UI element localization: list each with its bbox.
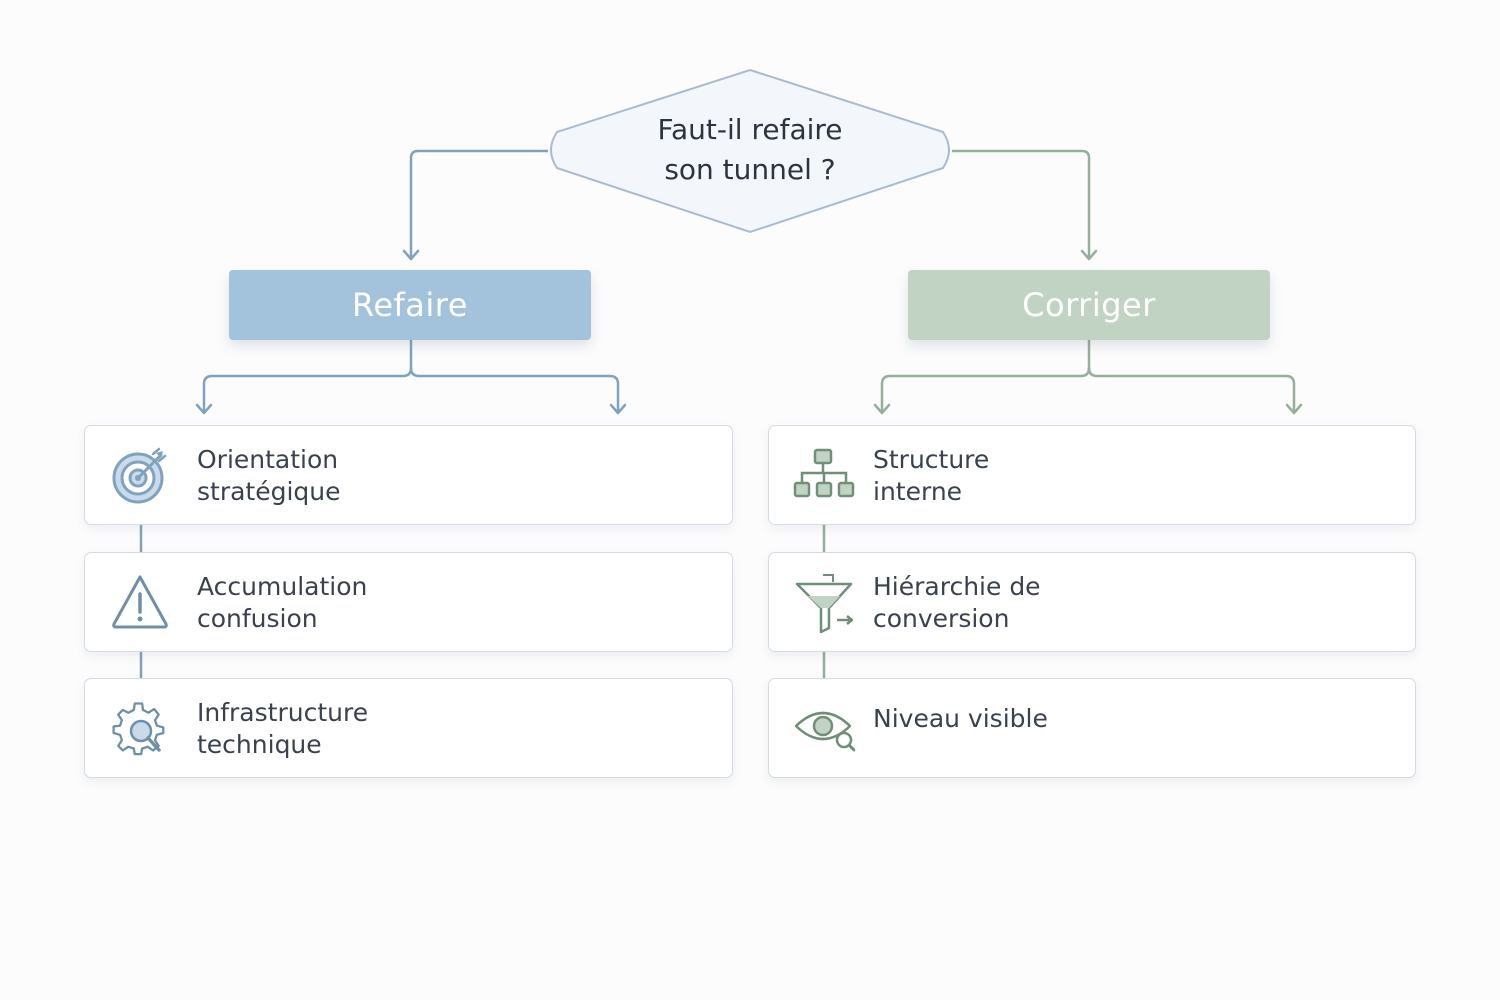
card-label: Niveau visible: [873, 704, 1048, 733]
branch-refaire: Refaire: [229, 270, 591, 340]
card-hierarchie-conversion: Hiérarchie de conversion: [768, 552, 1416, 652]
hierarchy-icon: [793, 448, 855, 498]
card-infrastructure-technique: Infrastructure technique: [84, 678, 733, 778]
connector-decision-to-corriger: [952, 149, 1091, 258]
branch-corriger: Corriger: [908, 270, 1270, 340]
arrowhead-corriger: [1080, 249, 1098, 261]
funnel-icon: [795, 574, 854, 634]
target-icon: [112, 447, 167, 504]
card-label: Orientation stratégique: [197, 445, 341, 506]
connector-decision-to-refaire: [409, 149, 548, 258]
card-label: Infrastructure technique: [197, 698, 369, 759]
arrowhead-refaire-right: [609, 403, 627, 415]
decision-question: Faut-il refaire son tunnel ?: [560, 110, 940, 190]
arrowhead-refaire: [402, 249, 420, 261]
gear-search-icon: [112, 702, 165, 756]
arrowhead-refaire-left: [195, 403, 213, 415]
arrowhead-corriger-right: [1285, 403, 1303, 415]
connector-corriger-split: [880, 340, 1091, 412]
card-label: Accumulation confusion: [197, 572, 368, 633]
card-orientation-strategique: Orientation stratégique: [84, 425, 733, 525]
arrowhead-corriger-left: [873, 403, 891, 415]
warning-icon: [112, 575, 168, 629]
decision-line-1: Faut-il refaire: [657, 113, 843, 146]
eye-search-icon: [794, 711, 855, 752]
card-niveau-visible: Niveau visible: [768, 678, 1416, 778]
card-structure-interne: Structure interne: [768, 425, 1416, 525]
decision-line-2: son tunnel ?: [664, 153, 836, 186]
connector-refaire-split: [202, 340, 413, 412]
decision-diamond: [550, 68, 950, 234]
card-accumulation-confusion: Accumulation confusion: [84, 552, 733, 652]
card-label: Hiérarchie de conversion: [873, 572, 1041, 633]
card-label: Structure interne: [873, 445, 990, 506]
